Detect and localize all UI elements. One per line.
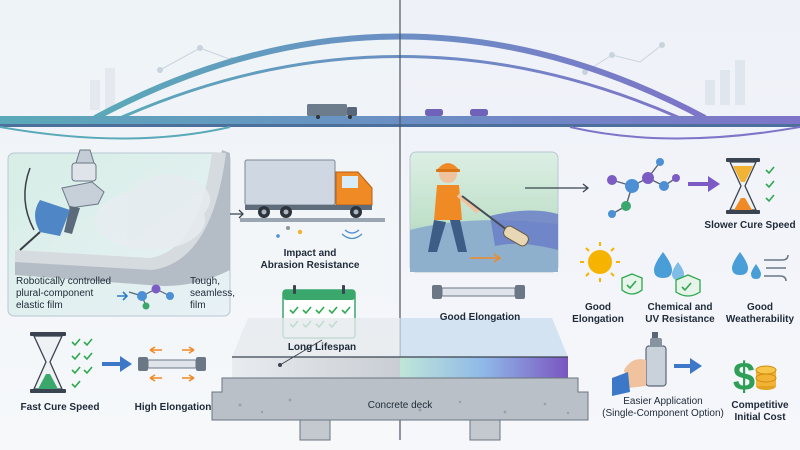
film-caption: Tough, seamless, film — [190, 276, 236, 311]
chemical-uv-resistance-label: Chemical and UV Resistance — [645, 302, 715, 325]
sun-icon — [580, 242, 643, 295]
impact-abrasion-label: Impact and Abrasion Resistance — [260, 248, 360, 271]
molecule-icon-right — [607, 158, 680, 218]
truck-icon — [240, 159, 385, 240]
hourglass-icon-left — [30, 332, 93, 393]
spray-gun-icon — [19, 149, 105, 251]
concrete-deck-label: Concrete deck — [367, 400, 433, 411]
fast-cure-speed-label: Fast Cure Speed — [20, 402, 100, 413]
high-elongation-label: High Elongation — [134, 402, 212, 413]
weather-wind-icon — [732, 252, 789, 282]
stretch-bar-icon-left — [138, 346, 206, 382]
dollar-coin-icon: $ — [733, 355, 777, 399]
hourglass-icon-right — [726, 158, 775, 214]
easier-application-label: Easier Application (Single-Component Opt… — [602, 396, 724, 419]
slower-cure-speed-label: Slower Cure Speed — [704, 220, 796, 231]
worker-roller-icon — [428, 163, 529, 263]
svg-text:$: $ — [733, 355, 755, 399]
good-elongation-roller-label: Good Elongation — [439, 312, 521, 323]
spray-can-hand-icon — [612, 332, 667, 396]
concrete-deck-section — [211, 318, 589, 441]
spray-caption: Robotically controlled plural-component … — [16, 276, 112, 311]
good-weatherability-label: Good Weatherability — [725, 302, 795, 325]
molecule-icon-left — [117, 284, 174, 310]
good-elongation-label: Good Elongation — [572, 302, 624, 325]
competitive-initial-cost-label: Competitive Initial Cost — [731, 400, 789, 423]
droplet-shield-icon — [654, 252, 701, 297]
stretch-bar-icon-right — [432, 285, 525, 299]
long-lifespan-label: Long Lifespan — [287, 342, 357, 353]
spray-application-panel — [7, 149, 231, 317]
